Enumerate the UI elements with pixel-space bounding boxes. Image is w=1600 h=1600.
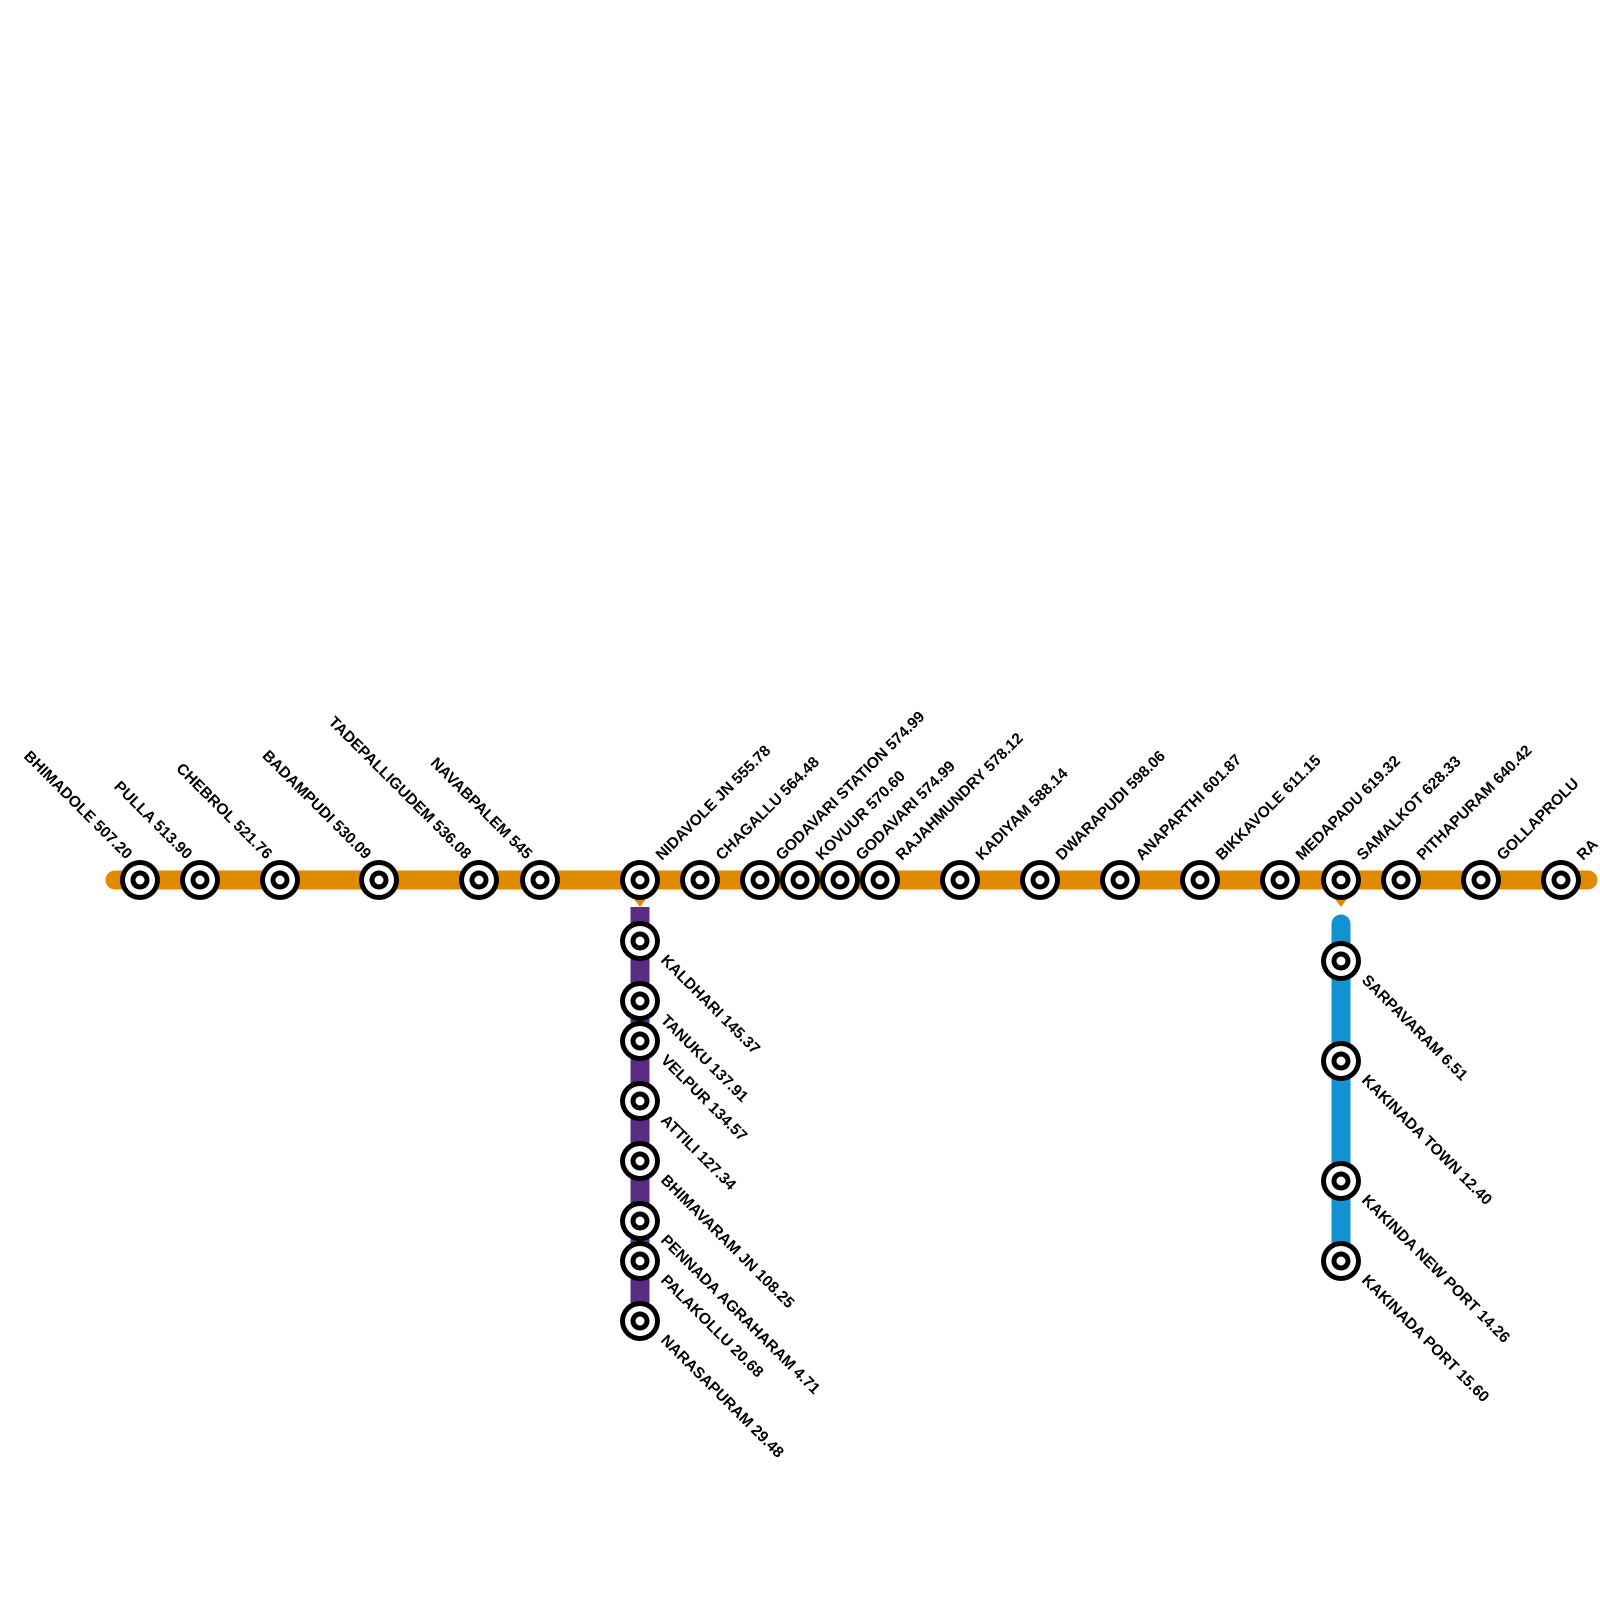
concentric-ring-station-icon (1541, 860, 1581, 900)
concentric-ring-station-icon (620, 1081, 660, 1121)
concentric-ring-station-icon (620, 1301, 660, 1341)
concentric-ring-station-icon (1020, 860, 1060, 900)
station-label-kakinada-town: KAKINADA TOWN 12.40 (1358, 1072, 1495, 1209)
concentric-ring-station-icon (459, 860, 499, 900)
station-label-ra: RA (1574, 836, 1600, 864)
concentric-ring-station-icon (120, 860, 160, 900)
concentric-ring-station-icon (1260, 860, 1300, 900)
concentric-ring-station-icon (1461, 860, 1501, 900)
concentric-ring-station-icon (780, 860, 820, 900)
concentric-ring-station-icon (1321, 941, 1361, 981)
station-label-navabpalem: NAVABPALEM 545 (427, 755, 536, 864)
concentric-ring-station-icon (1180, 860, 1220, 900)
concentric-ring-station-icon (820, 860, 860, 900)
concentric-ring-station-icon (620, 1201, 660, 1241)
station-label-kakinada-port: KAKINADA PORT 15.60 (1358, 1272, 1492, 1406)
station-kakinada-port: KAKINADA PORT 15.60 (1321, 1241, 1492, 1406)
concentric-ring-station-icon (940, 860, 980, 900)
rail-lines (105, 870, 1598, 1320)
station-label-sarpavaram: SARPAVARAM 6.51 (1358, 972, 1471, 1085)
station-label-badampudi: BADAMPUDI 530.09 (259, 747, 375, 863)
station-label-kakinda-new-port: KAKINDA NEW PORT 14.26 (1358, 1192, 1513, 1347)
concentric-ring-station-icon (1321, 1241, 1361, 1281)
concentric-ring-station-icon (860, 860, 900, 900)
station-bhimadole: BHIMADOLE 507.20 (20, 748, 160, 900)
concentric-ring-station-icon (620, 981, 660, 1021)
station-label-gollaprolu: GOLLAPROLU (1494, 775, 1583, 864)
concentric-ring-station-icon (620, 860, 660, 900)
station-ra: RA (1541, 836, 1600, 900)
station-label-kaldhari: KALDHARI 145.37 (657, 952, 763, 1058)
station-label-chagallu: CHAGALLU 564.48 (713, 753, 823, 863)
concentric-ring-station-icon (1381, 860, 1421, 900)
concentric-ring-station-icon (680, 860, 720, 900)
concentric-ring-station-icon (180, 860, 220, 900)
concentric-ring-station-icon (520, 860, 560, 900)
concentric-ring-station-icon (620, 921, 660, 961)
station-label-bhimadole: BHIMADOLE 507.20 (20, 748, 135, 863)
concentric-ring-station-icon (1100, 860, 1140, 900)
station-label-samalkot: SAMALKOT 628.33 (1354, 753, 1465, 864)
concentric-ring-station-icon (359, 860, 399, 900)
station-label-nidavole-jn: NIDAVOLE JN 555.78 (653, 742, 775, 864)
concentric-ring-station-icon (740, 860, 780, 900)
concentric-ring-station-icon (1321, 1041, 1361, 1081)
concentric-ring-station-icon (620, 1241, 660, 1281)
concentric-ring-station-icon (1321, 1161, 1361, 1201)
concentric-ring-station-icon (1321, 860, 1361, 900)
concentric-ring-station-icon (260, 860, 300, 900)
concentric-ring-station-icon (620, 1141, 660, 1181)
concentric-ring-station-icon (620, 1021, 660, 1061)
